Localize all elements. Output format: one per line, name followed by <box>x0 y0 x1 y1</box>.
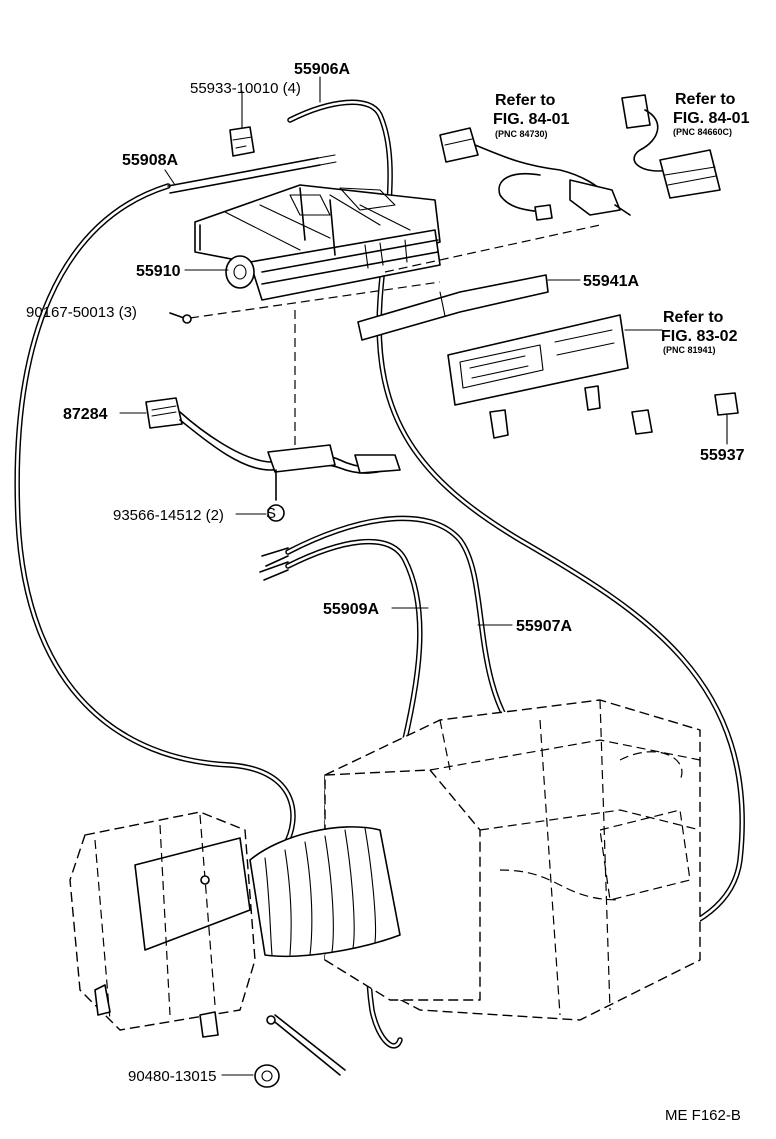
connector-84660c <box>621 94 721 199</box>
heater-control-55910 <box>194 184 441 301</box>
reference-labels: Refer to FIG. 84-01 (PNC 84730) Refer to… <box>493 91 750 355</box>
clip-55933 <box>229 126 255 157</box>
ref3-line2: FIG. 83-02 <box>661 328 738 345</box>
ref1-line2: FIG. 84-01 <box>493 111 570 128</box>
dashed-guide-1 <box>384 224 601 273</box>
leader-lines <box>119 76 728 1076</box>
grommet-90480 <box>254 1064 280 1088</box>
control-panel-81941 <box>447 314 629 406</box>
ref1-pnc: (PNC 84730) <box>495 129 548 139</box>
part-labels: 55906A 55933-10010 (4) 55908A 55910 9016… <box>26 61 745 1085</box>
control-lever-55941a <box>357 274 549 341</box>
label-55937: 55937 <box>700 447 745 464</box>
knobs <box>489 385 739 439</box>
blower-unit <box>69 811 256 1038</box>
bolt-mark: S <box>266 505 276 522</box>
label-55908a: 55908A <box>122 152 178 169</box>
label-87284: 87284 <box>63 406 108 423</box>
label-55909a: 55909A <box>323 601 379 618</box>
ref3-line1: Refer to <box>663 309 724 326</box>
label-55941a: 55941A <box>583 273 639 290</box>
ref2-line2: FIG. 84-01 <box>673 110 750 127</box>
label-90167: 90167-50013 (3) <box>26 304 137 321</box>
label-93566: 93566-14512 (2) <box>113 507 224 524</box>
label-55933: 55933-10010 (4) <box>190 80 301 97</box>
wire-harness-87284 <box>145 310 401 522</box>
ref2-pnc: (PNC 84660C) <box>673 127 732 137</box>
figure-code: ME F162-B <box>665 1107 741 1124</box>
ref3-pnc: (PNC 81941) <box>663 345 716 355</box>
cable-55906a <box>287 99 745 943</box>
label-55906a: 55906A <box>294 61 350 78</box>
air-duct <box>249 826 401 958</box>
label-55907a: 55907A <box>516 618 572 635</box>
ref1-line1: Refer to <box>495 92 556 109</box>
link-rod <box>266 1014 346 1076</box>
connector-84730 <box>439 127 631 221</box>
label-90480: 90480-13015 <box>128 1068 216 1085</box>
cable-55908a <box>14 154 337 848</box>
screw-90167 <box>169 312 192 324</box>
ref2-line1: Refer to <box>675 91 736 108</box>
label-55910: 55910 <box>136 263 181 280</box>
dashed-guide-2 <box>189 281 441 319</box>
